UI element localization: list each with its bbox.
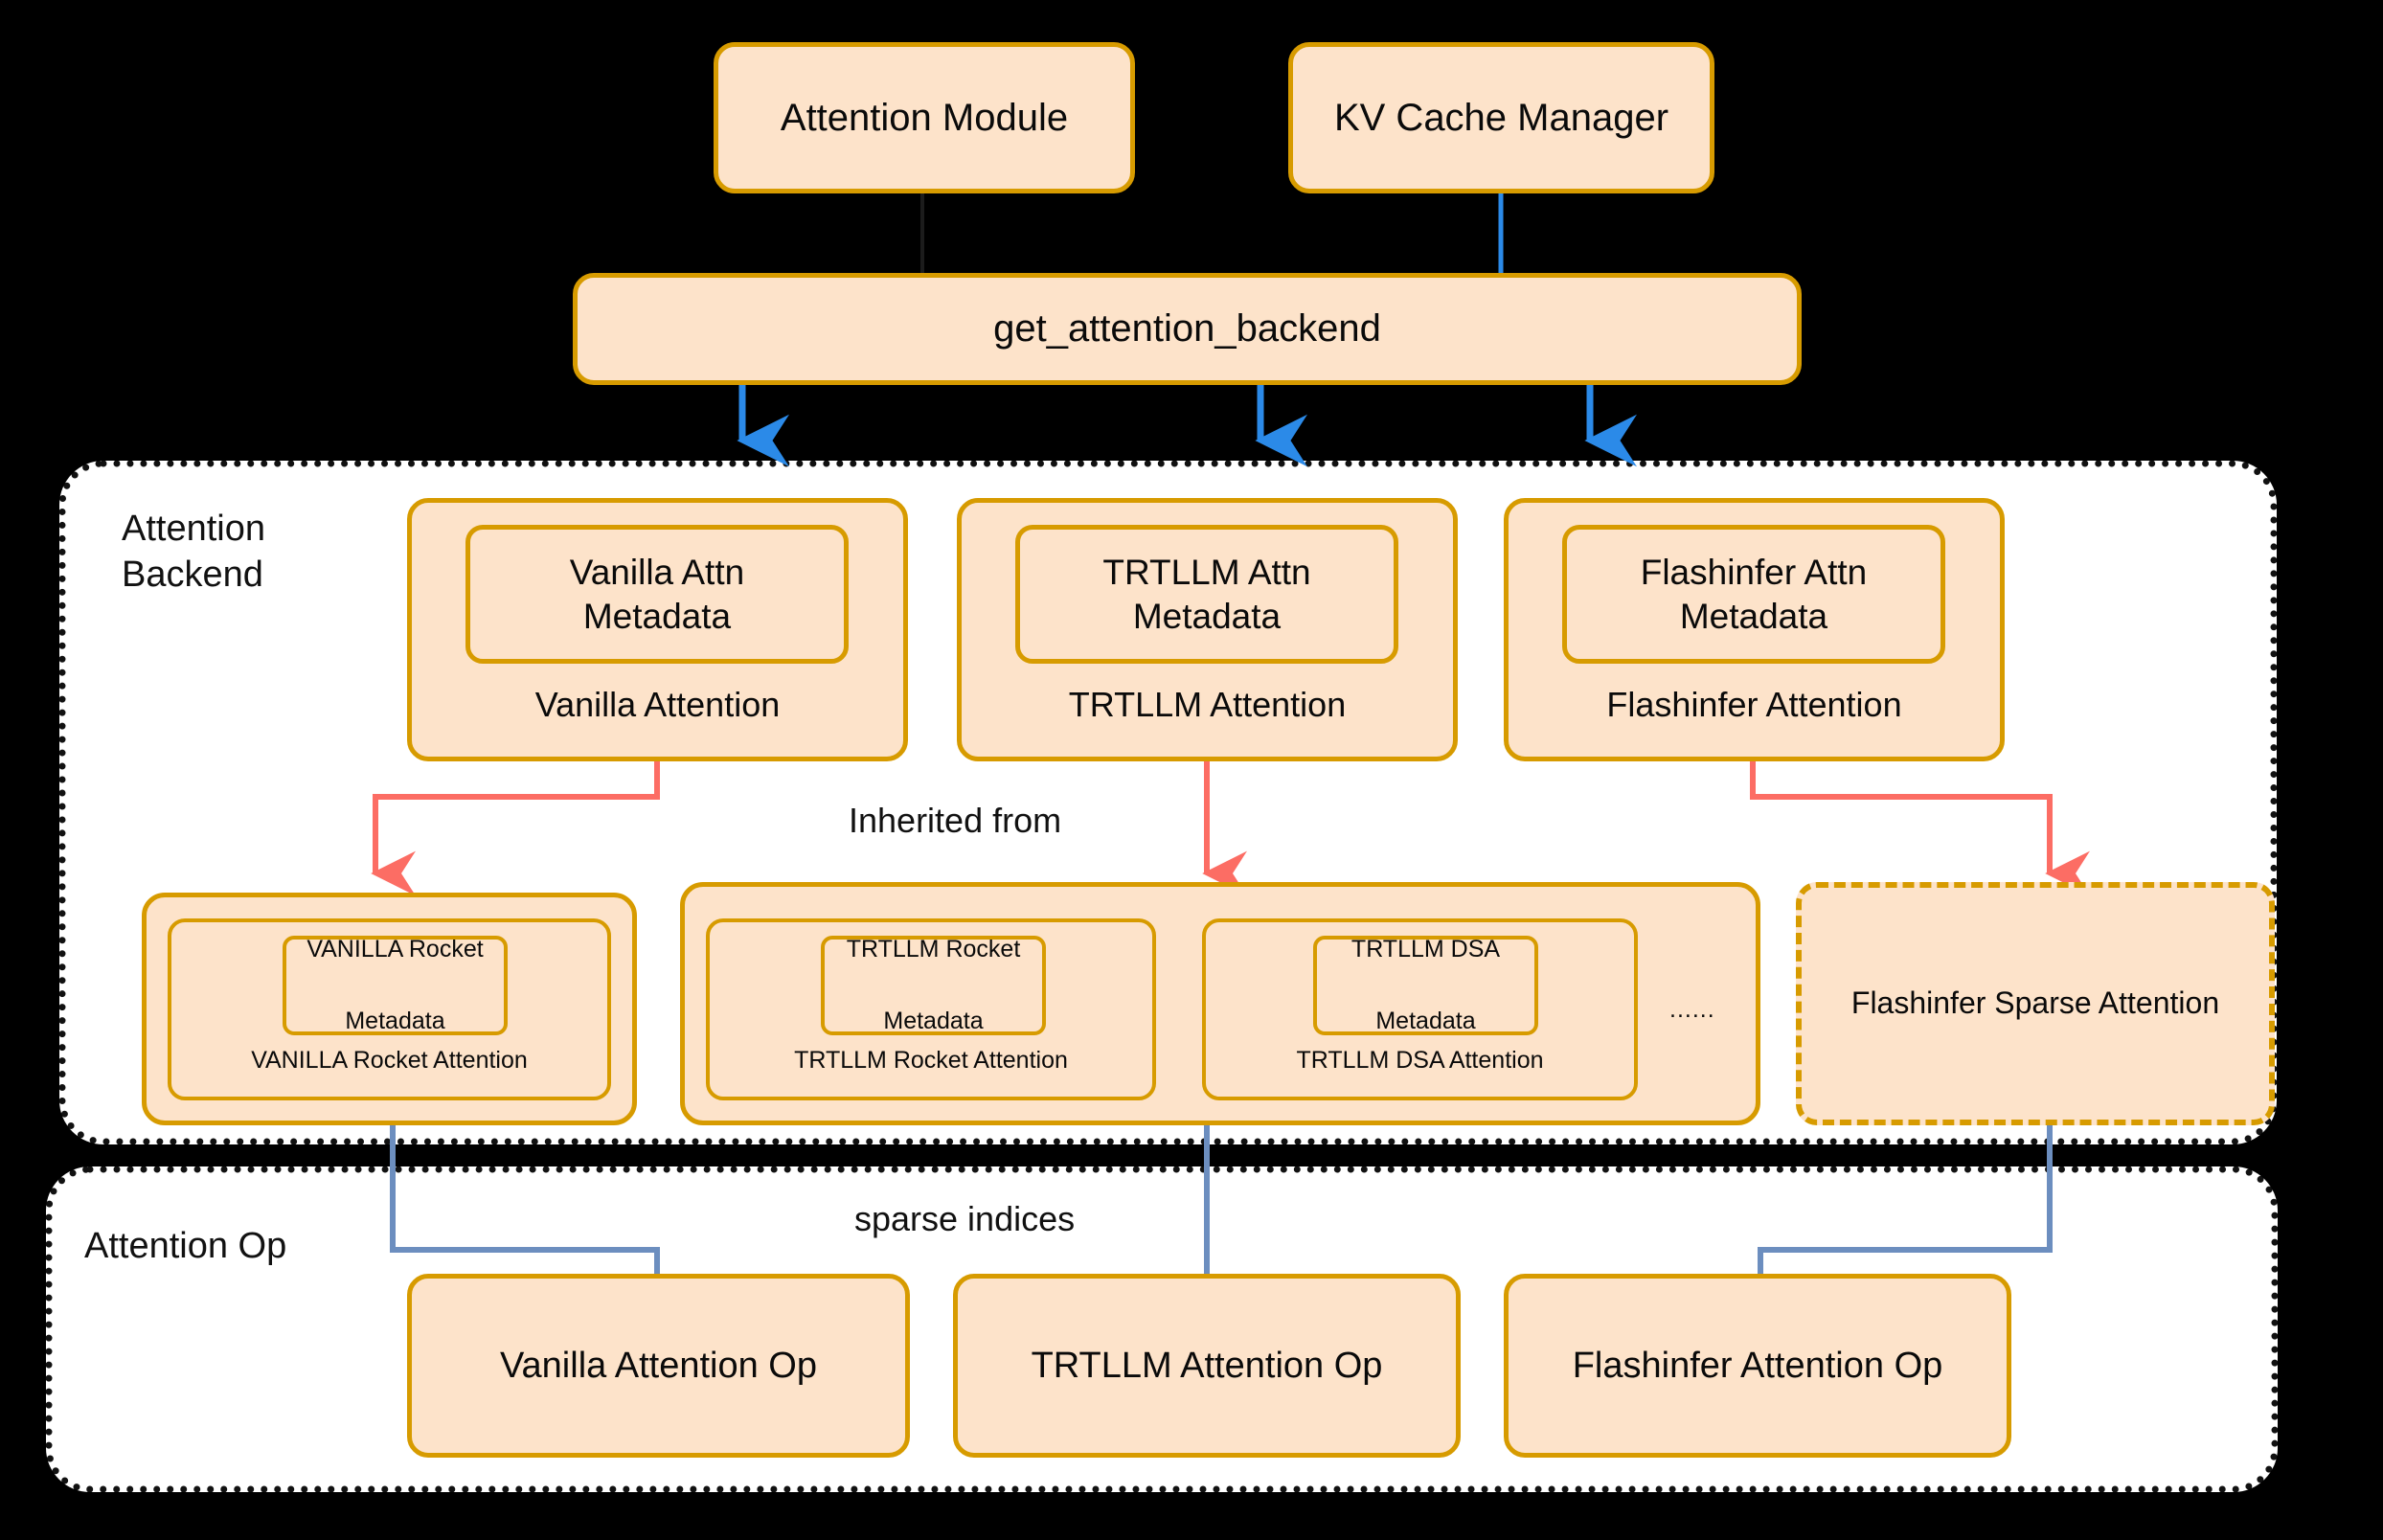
trtllm-dsa-attention-caption: TRTLLM DSA Attention	[1296, 1047, 1544, 1074]
attention-module-box[interactable]: Attention Module	[714, 42, 1135, 193]
vanilla-rocket-metadata-box[interactable]: VANILLA Rocket Metadata	[283, 936, 508, 1035]
trtllm-attn-metadata-box[interactable]: TRTLLM Attn Metadata	[1015, 525, 1398, 664]
vanilla-attn-metadata-label: Vanilla Attn Metadata	[569, 552, 745, 636]
trtllm-attention-op-label: TRTLLM Attention Op	[1031, 1345, 1383, 1386]
vanilla-rocket-attention-caption: VANILLA Rocket Attention	[251, 1047, 528, 1074]
trtllm-dsa-metadata-label: TRTLLM DSA Metadata	[1350, 935, 1501, 1034]
trtllm-attention-op-box[interactable]: TRTLLM Attention Op	[953, 1274, 1461, 1458]
kv-cache-manager-label: KV Cache Manager	[1333, 96, 1669, 139]
trtllm-rocket-attention-caption: TRTLLM Rocket Attention	[794, 1047, 1068, 1074]
vanilla-rocket-attention-card[interactable]: VANILLA Rocket Metadata VANILLA Rocket A…	[168, 918, 611, 1100]
trtllm-rocket-metadata-label: TRTLLM Rocket Metadata	[846, 935, 1021, 1034]
kv-cache-manager-box[interactable]: KV Cache Manager	[1288, 42, 1714, 193]
trtllm-attn-metadata-label: TRTLLM Attn Metadata	[1102, 552, 1311, 636]
vanilla-attn-metadata-box[interactable]: Vanilla Attn Metadata	[465, 525, 849, 664]
flashinfer-sparse-attention-box[interactable]: Flashinfer Sparse Attention	[1796, 882, 2275, 1125]
flashinfer-attention-op-label: Flashinfer Attention Op	[1572, 1345, 1943, 1386]
trtllm-sparse-group[interactable]: TRTLLM Rocket Metadata TRTLLM Rocket Att…	[680, 882, 1760, 1125]
backend-card-vanilla[interactable]: Vanilla Attn Metadata Vanilla Attention	[407, 498, 908, 761]
backend-card-flashinfer[interactable]: Flashinfer Attn Metadata Flashinfer Atte…	[1504, 498, 2005, 761]
vanilla-attention-caption: Vanilla Attention	[534, 685, 781, 724]
flashinfer-attention-caption: Flashinfer Attention	[1606, 685, 1902, 724]
backend-card-trtllm[interactable]: TRTLLM Attn Metadata TRTLLM Attention	[957, 498, 1458, 761]
attention-op-section-label: Attention Op	[84, 1226, 287, 1266]
vanilla-attention-op-box[interactable]: Vanilla Attention Op	[407, 1274, 910, 1458]
sparse-indices-edge-label: sparse indices	[854, 1199, 1076, 1238]
more-sparse-backends-ellipsis: ......	[1669, 996, 1715, 1023]
trtllm-rocket-attention-card[interactable]: TRTLLM Rocket Metadata TRTLLM Rocket Att…	[706, 918, 1156, 1100]
vanilla-attention-op-label: Vanilla Attention Op	[500, 1345, 817, 1386]
flashinfer-attn-metadata-label: Flashinfer Attn Metadata	[1640, 552, 1868, 636]
get-attention-backend-label: get_attention_backend	[993, 307, 1381, 351]
flashinfer-sparse-attention-label: Flashinfer Sparse Attention	[1850, 985, 2220, 1021]
trtllm-dsa-metadata-box[interactable]: TRTLLM DSA Metadata	[1313, 936, 1538, 1035]
attention-backend-section-label: Attention Backend	[122, 509, 265, 595]
flashinfer-attn-metadata-box[interactable]: Flashinfer Attn Metadata	[1562, 525, 1945, 664]
flashinfer-attention-op-box[interactable]: Flashinfer Attention Op	[1504, 1274, 2011, 1458]
get-attention-backend-box[interactable]: get_attention_backend	[573, 273, 1802, 385]
inherited-from-label: Inherited from	[849, 801, 1062, 840]
vanilla-rocket-group[interactable]: VANILLA Rocket Metadata VANILLA Rocket A…	[142, 893, 637, 1125]
trtllm-rocket-metadata-box[interactable]: TRTLLM Rocket Metadata	[821, 936, 1046, 1035]
trtllm-dsa-attention-card[interactable]: TRTLLM DSA Metadata TRTLLM DSA Attention	[1202, 918, 1638, 1100]
attention-module-label: Attention Module	[780, 96, 1069, 139]
trtllm-attention-caption: TRTLLM Attention	[1068, 685, 1347, 724]
vanilla-rocket-metadata-label: VANILLA Rocket Metadata	[306, 935, 484, 1034]
